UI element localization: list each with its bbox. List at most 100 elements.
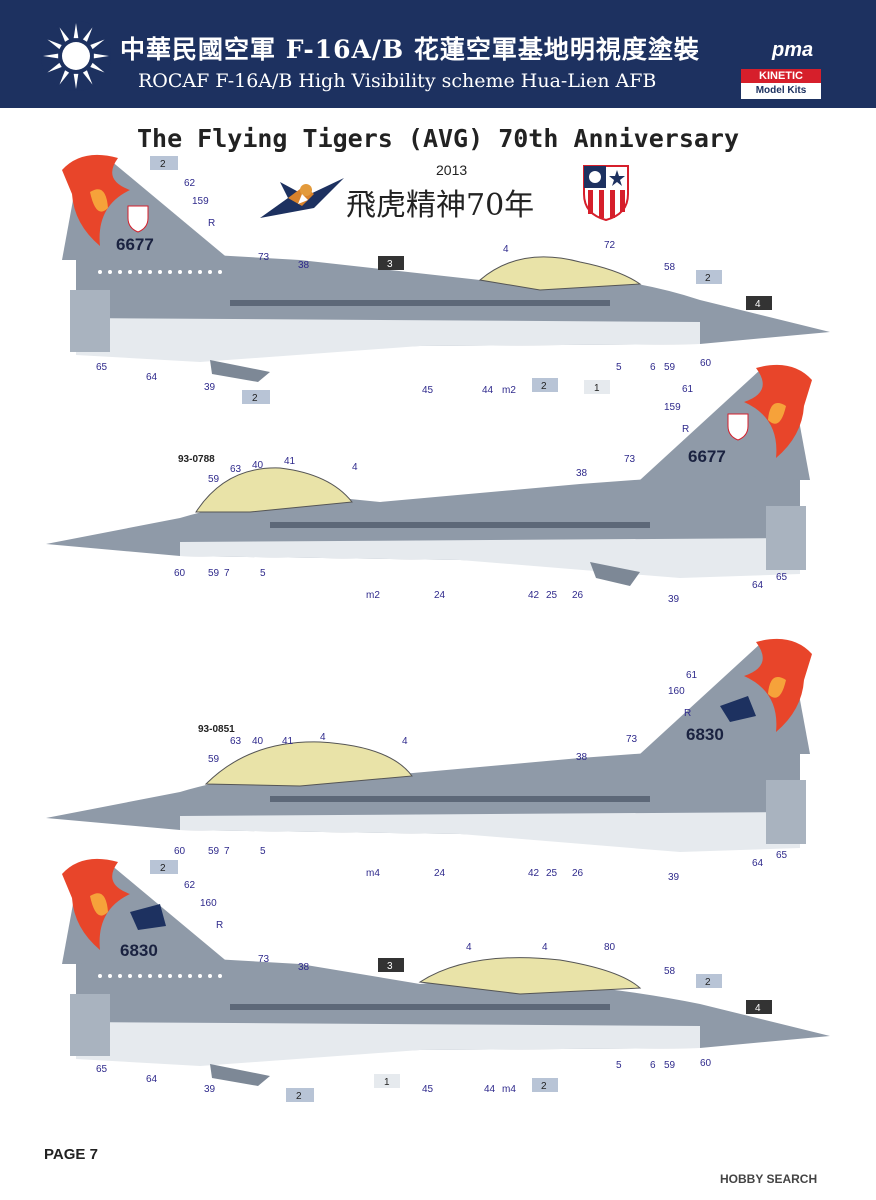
svg-text:40: 40 (252, 736, 264, 747)
svg-text:39: 39 (668, 872, 680, 882)
svg-text:R: R (684, 708, 691, 719)
svg-text:24: 24 (434, 590, 446, 601)
svg-text:65: 65 (776, 572, 788, 583)
title-chinese: 中華民國空軍 F-16A/B 花蓮空軍基地明視度塗裝 (120, 35, 700, 64)
svg-text:6: 6 (650, 1060, 656, 1071)
svg-text:2: 2 (296, 1091, 302, 1102)
svg-text:59: 59 (664, 1060, 676, 1071)
jet-profile-2: 6677 93-0788 61 159 R 73 38 59 63 40 41 … (46, 364, 812, 605)
jet-1-tail-number: 6677 (116, 235, 154, 254)
jet-4-tail-number: 6830 (120, 941, 158, 960)
svg-text:m2: m2 (366, 590, 380, 601)
sun-ray (73, 73, 79, 89)
svg-text:60: 60 (174, 846, 186, 857)
svg-text:42: 42 (528, 868, 540, 879)
kinetic-subtitle: Model Kits (741, 83, 821, 98)
svg-text:38: 38 (576, 468, 588, 479)
svg-text:39: 39 (668, 594, 680, 605)
svg-text:39: 39 (204, 382, 216, 393)
svg-text:2: 2 (160, 863, 166, 874)
svg-text:65: 65 (96, 362, 108, 373)
svg-text:64: 64 (752, 580, 764, 591)
svg-text:60: 60 (174, 568, 186, 579)
svg-text:73: 73 (624, 454, 636, 465)
svg-text:26: 26 (572, 590, 584, 601)
svg-text:160: 160 (200, 898, 217, 909)
jet-3-airframe: 6830 93-0851 (46, 638, 812, 852)
jet-3-tail-number: 6830 (686, 725, 724, 744)
svg-text:61: 61 (682, 384, 694, 395)
svg-text:45: 45 (422, 385, 434, 396)
svg-text:25: 25 (546, 868, 558, 879)
svg-text:R: R (682, 424, 689, 435)
flying-tiger-logo-icon (260, 178, 344, 218)
svg-text:5: 5 (616, 362, 622, 373)
svg-text:4: 4 (402, 736, 408, 747)
svg-text:160: 160 (668, 686, 685, 697)
sun-ray (43, 53, 59, 59)
jet-1-airframe: 6677 (62, 154, 830, 382)
jet-profile-1: 6677 2 62 159 R 73 38 3 4 72 58 2 4 65 6… (62, 154, 830, 404)
svg-text:73: 73 (258, 252, 270, 263)
svg-text:5: 5 (616, 1060, 622, 1071)
anniversary-chinese: 飛虎精神70年 (346, 188, 535, 223)
svg-text:72: 72 (604, 240, 616, 251)
svg-text:73: 73 (258, 954, 270, 965)
anniversary-year: 2013 (436, 162, 468, 178)
sun-ray (93, 53, 109, 59)
sun-ray (82, 27, 93, 42)
title-english: ROCAF F-16A/B High Visibility scheme Hua… (138, 70, 657, 92)
svg-text:38: 38 (576, 752, 588, 763)
svg-text:7: 7 (224, 846, 230, 857)
jet-2-serial: 93-0788 (178, 454, 215, 465)
svg-text:2: 2 (705, 977, 711, 988)
sun-ray (59, 70, 70, 85)
svg-text:64: 64 (146, 1074, 158, 1085)
svg-text:1: 1 (594, 383, 600, 394)
sun-ray (90, 39, 105, 50)
svg-text:58: 58 (664, 262, 676, 273)
svg-text:4: 4 (755, 1003, 761, 1014)
svg-text:2: 2 (705, 273, 711, 284)
svg-text:26: 26 (572, 868, 584, 879)
svg-text:41: 41 (284, 456, 296, 467)
sun-ray (90, 62, 105, 73)
svg-text:6: 6 (650, 362, 656, 373)
svg-text:80: 80 (604, 942, 616, 953)
sun-ray (47, 62, 62, 73)
jet-2-callouts: 61 159 R 73 38 59 63 40 41 4 60 59 7 5 m… (174, 384, 788, 605)
jet-profile-3: 6830 93-0851 61 160 R 73 38 59 63 40 41 … (46, 638, 812, 882)
sun-ray (82, 70, 93, 85)
jet-4-callouts: 2 62 160 R 73 38 3 4 4 80 58 2 4 65 64 3… (96, 860, 772, 1102)
svg-text:73: 73 (626, 734, 638, 745)
svg-text:58: 58 (664, 966, 676, 977)
svg-text:m4: m4 (502, 1084, 516, 1095)
sun-ray (59, 27, 70, 42)
svg-text:7: 7 (224, 568, 230, 579)
svg-text:pma: pma (771, 39, 813, 61)
pma-logo: pma (771, 39, 813, 61)
jet-4-airframe: 6830 (62, 858, 830, 1086)
svg-text:59: 59 (208, 846, 220, 857)
svg-text:45: 45 (422, 1084, 434, 1095)
roc-sun-emblem-icon (41, 21, 111, 91)
svg-text:42: 42 (528, 590, 540, 601)
svg-text:44: 44 (484, 1084, 496, 1095)
svg-text:4: 4 (755, 299, 761, 310)
svg-text:3: 3 (387, 961, 393, 972)
svg-text:24: 24 (434, 868, 446, 879)
svg-text:2: 2 (541, 1081, 547, 1092)
sun-ray (73, 23, 79, 39)
svg-text:60: 60 (700, 1058, 712, 1069)
avg-shield-emblem-icon (583, 165, 629, 222)
svg-text:2: 2 (252, 393, 258, 404)
svg-text:R: R (208, 218, 215, 229)
anniversary-title: The Flying Tigers (AVG) 70th Anniversary (136, 124, 740, 153)
svg-text:59: 59 (208, 474, 220, 485)
svg-text:44: 44 (482, 385, 494, 396)
svg-text:63: 63 (230, 464, 242, 475)
svg-text:25: 25 (546, 590, 558, 601)
svg-text:159: 159 (664, 402, 681, 413)
svg-text:38: 38 (298, 260, 310, 271)
svg-text:4: 4 (542, 942, 548, 953)
